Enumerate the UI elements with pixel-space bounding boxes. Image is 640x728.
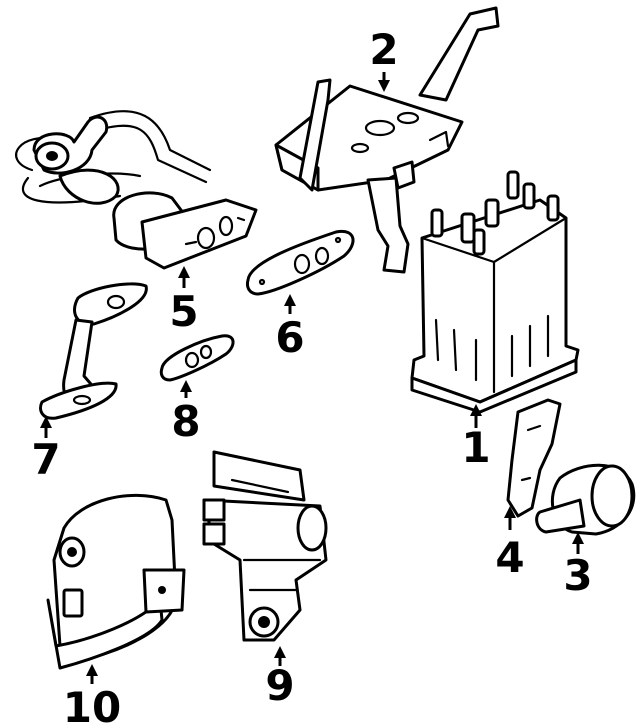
part-6-gasket[interactable] bbox=[246, 229, 355, 296]
callout-7: 7 bbox=[31, 416, 61, 484]
part-1-canister[interactable] bbox=[410, 170, 580, 414]
part-5-hose-assembly[interactable] bbox=[15, 110, 258, 270]
part-8-small-gasket[interactable] bbox=[159, 334, 235, 382]
part-10-housing[interactable] bbox=[46, 493, 186, 670]
part-2-bracket[interactable] bbox=[274, 6, 500, 274]
callout-8: 8 bbox=[171, 380, 201, 446]
callout-9: 9 bbox=[265, 646, 295, 710]
svg-text:3: 3 bbox=[563, 551, 592, 600]
part-9-valve-body[interactable] bbox=[202, 450, 328, 642]
callout-1: 1 bbox=[461, 404, 491, 472]
part-3-valve[interactable] bbox=[535, 463, 636, 536]
part-4-bracket[interactable] bbox=[506, 398, 562, 518]
svg-text:7: 7 bbox=[31, 435, 60, 484]
part-7-tube[interactable] bbox=[39, 282, 148, 420]
svg-text:6: 6 bbox=[275, 313, 304, 362]
callout-6: 6 bbox=[275, 294, 305, 362]
callout-2: 2 bbox=[369, 25, 399, 92]
svg-text:10: 10 bbox=[63, 683, 121, 728]
svg-text:2: 2 bbox=[369, 25, 398, 74]
svg-text:1: 1 bbox=[461, 423, 490, 472]
svg-text:4: 4 bbox=[495, 533, 524, 582]
svg-text:5: 5 bbox=[169, 287, 198, 336]
svg-text:8: 8 bbox=[171, 397, 200, 446]
svg-text:9: 9 bbox=[265, 661, 294, 710]
callout-5: 5 bbox=[169, 266, 199, 336]
callout-10: 10 bbox=[63, 664, 121, 728]
callout-3: 3 bbox=[563, 532, 593, 600]
callout-4: 4 bbox=[495, 506, 525, 582]
